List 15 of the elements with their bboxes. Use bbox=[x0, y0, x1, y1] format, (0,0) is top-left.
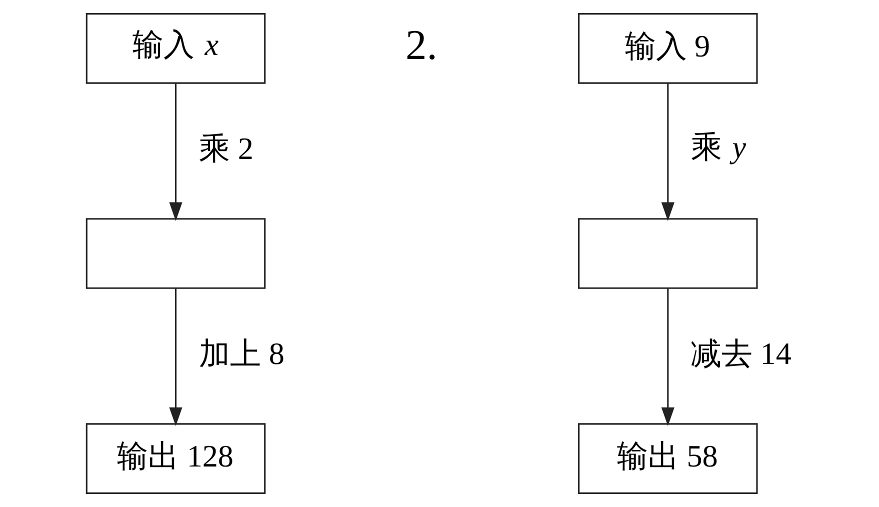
edge-label: 减去 14 bbox=[690, 336, 792, 371]
node-box: 输入 9 bbox=[578, 13, 758, 84]
edge-label: 加上 8 bbox=[199, 336, 284, 371]
arrow bbox=[169, 288, 182, 426]
arrow bbox=[169, 83, 182, 221]
node-box: 输出 128 bbox=[86, 423, 266, 494]
arrow bbox=[661, 83, 674, 221]
node-box: 输出 58 bbox=[578, 423, 758, 494]
edge-label: 乘 y bbox=[691, 129, 746, 164]
node-box bbox=[86, 218, 266, 289]
arrow bbox=[661, 288, 674, 426]
label: 2. bbox=[406, 22, 438, 70]
node-box bbox=[578, 218, 758, 289]
edge-label: 乘 2 bbox=[199, 130, 254, 166]
node-box: 输入 x bbox=[86, 13, 266, 84]
